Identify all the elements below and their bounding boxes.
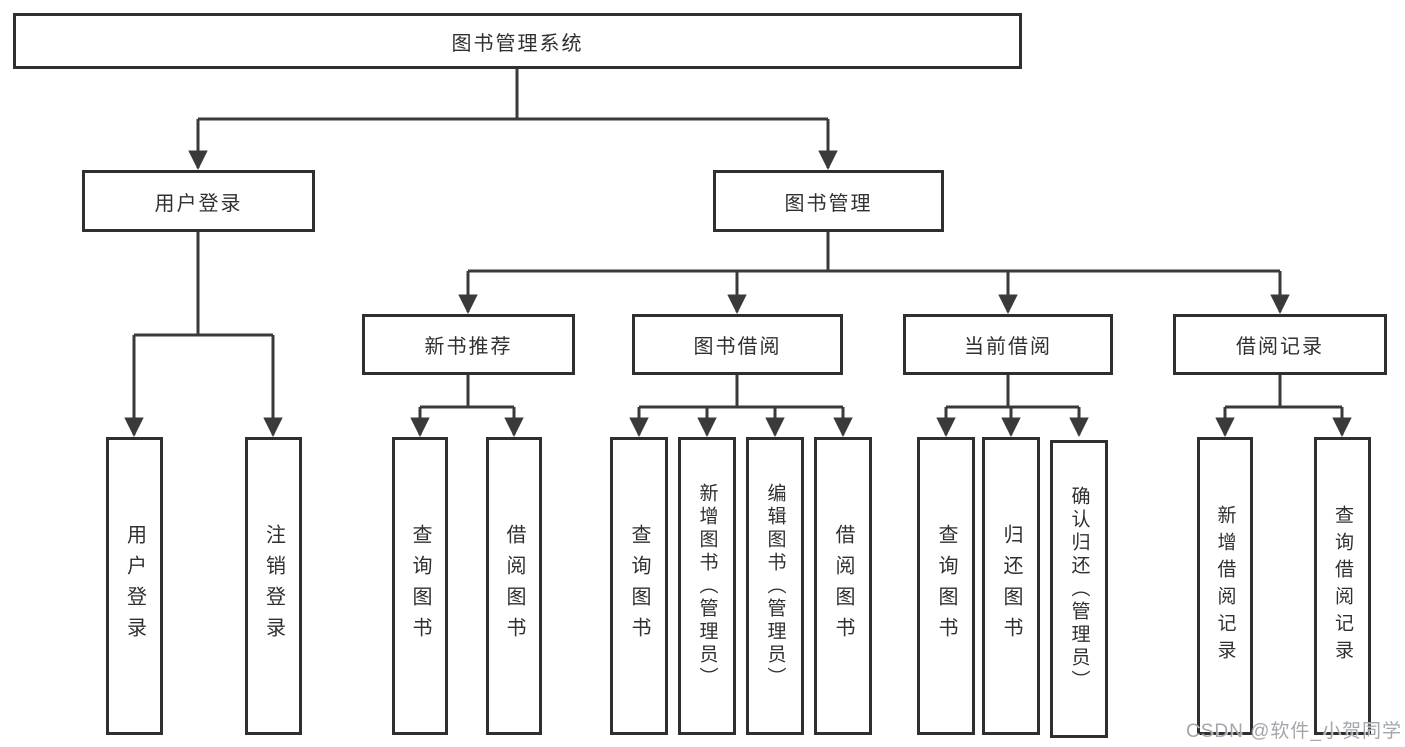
leaf-bb-edit-books-admin: 编辑图书（管理员）: [746, 437, 804, 735]
leaf-cb-query-books: 查询图书: [917, 437, 975, 735]
leaf-logout: 注销登录: [245, 437, 302, 735]
leaf-bb-query-books: 查询图书: [610, 437, 668, 735]
node-book-management: 图书管理: [713, 170, 944, 232]
node-user-login: 用户登录: [82, 170, 315, 232]
csdn-watermark: CSDN @软件_小贺同学: [1186, 721, 1402, 742]
node-library-system: 图书管理系统: [13, 13, 1022, 69]
node-current-borrowing: 当前借阅: [903, 314, 1113, 375]
leaf-br-add-borrow-record: 新增借阅记录: [1197, 437, 1253, 735]
leaf-br-query-borrow-record: 查询借阅记录: [1314, 437, 1371, 735]
leaf-nbr-query-books: 查询图书: [392, 437, 448, 735]
leaf-cb-confirm-return-admin: 确认归还（管理员）: [1050, 440, 1108, 738]
node-borrowing-records: 借阅记录: [1173, 314, 1387, 375]
leaf-nbr-borrow-books: 借阅图书: [486, 437, 542, 735]
node-new-book-recommend: 新书推荐: [362, 314, 575, 375]
node-book-borrowing: 图书借阅: [632, 314, 843, 375]
leaf-bb-borrow-books: 借阅图书: [814, 437, 872, 735]
leaf-cb-return-books: 归还图书: [982, 437, 1040, 735]
leaf-bb-add-books-admin: 新增图书（管理员）: [678, 437, 736, 735]
connector-rails: [134, 69, 1342, 409]
leaf-user-login: 用户登录: [106, 437, 163, 735]
